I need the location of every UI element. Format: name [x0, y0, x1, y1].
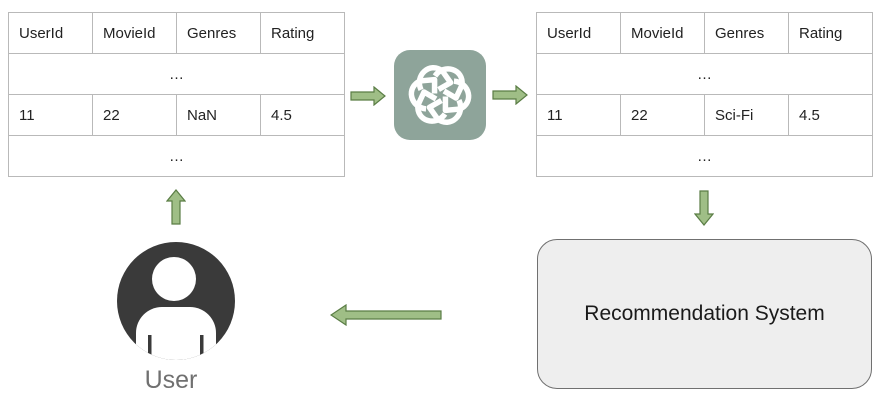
arrow-up-icon: [166, 189, 186, 225]
table-cell: Sci-Fi: [704, 94, 789, 136]
header-cell: Rating: [260, 12, 345, 54]
arrow-right-icon: [492, 85, 528, 105]
openai-logo-icon: [394, 50, 486, 140]
table-cell: 4.5: [788, 94, 873, 136]
user-label: User: [144, 366, 198, 394]
table-cell: 11: [8, 94, 93, 136]
table-cell: 22: [620, 94, 705, 136]
header-cell: Genres: [704, 12, 789, 54]
ellipsis-cell: …: [536, 53, 873, 95]
header-cell: Genres: [176, 12, 261, 54]
ellipsis-cell: …: [536, 135, 873, 177]
arrow-left-icon: [330, 304, 442, 326]
table-header-row: UserId MovieId Genres Rating: [536, 12, 873, 54]
table-cell: NaN: [176, 94, 261, 136]
header-cell: MovieId: [620, 12, 705, 54]
user-avatar-icon: [117, 242, 235, 360]
table-cell: 22: [92, 94, 177, 136]
table-row: …: [536, 53, 873, 95]
table-row: …: [8, 135, 345, 177]
ellipsis-cell: …: [8, 135, 345, 177]
header-cell: UserId: [536, 12, 621, 54]
recommendation-system-label: Recommendation System: [584, 302, 825, 325]
arrow-down-icon: [694, 190, 714, 226]
recommendation-system-box: Recommendation System: [537, 239, 872, 389]
table-row: 11 22 Sci-Fi 4.5: [536, 94, 873, 136]
output-table: UserId MovieId Genres Rating … 11 22 Sci…: [536, 12, 873, 177]
table-row: …: [8, 53, 345, 95]
table-header-row: UserId MovieId Genres Rating: [8, 12, 345, 54]
input-table: UserId MovieId Genres Rating … 11 22 NaN…: [8, 12, 345, 177]
table-cell: 4.5: [260, 94, 345, 136]
table-row: …: [536, 135, 873, 177]
table-row: 11 22 NaN 4.5: [8, 94, 345, 136]
header-cell: Rating: [788, 12, 873, 54]
header-cell: UserId: [8, 12, 93, 54]
header-cell: MovieId: [92, 12, 177, 54]
arrow-right-icon: [350, 86, 386, 106]
ellipsis-cell: …: [8, 53, 345, 95]
table-cell: 11: [536, 94, 621, 136]
